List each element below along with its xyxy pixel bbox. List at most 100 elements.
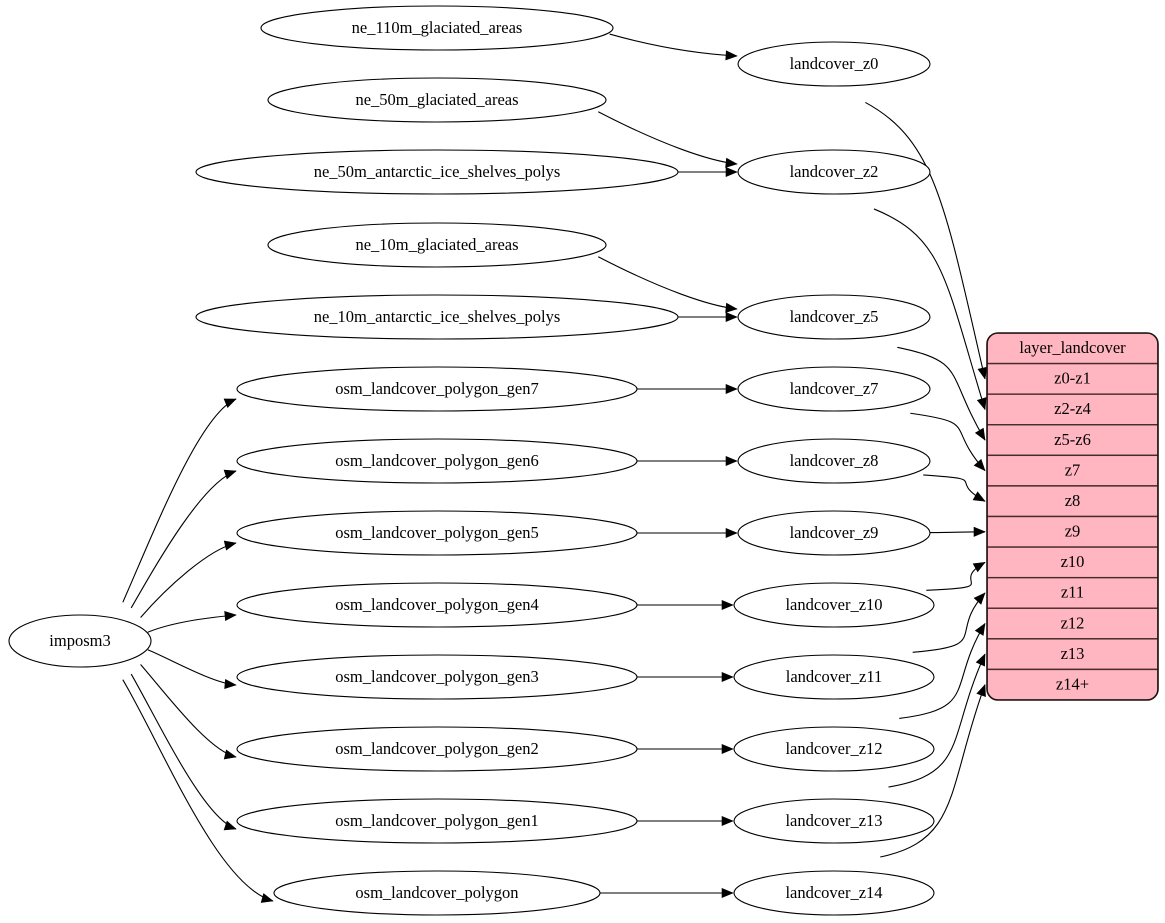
edge-imposm3-to-osm_gen4 bbox=[147, 610, 237, 633]
node-label: ne_10m_glaciated_areas bbox=[355, 235, 518, 254]
node-ellipse bbox=[236, 726, 638, 772]
edge-osm_gen5-to-lc_z9 bbox=[635, 527, 738, 539]
edge-imposm3-to-osm_gen3 bbox=[147, 649, 237, 690]
node-ellipse bbox=[733, 798, 935, 844]
source-node-osm_gen7[interactable]: osm_landcover_polygon_gen7 bbox=[236, 366, 638, 412]
source-node-ne50m_glac[interactable]: ne_50m_glaciated_areas bbox=[267, 77, 607, 123]
node-label: osm_landcover_polygon_gen4 bbox=[335, 595, 538, 614]
edge-path bbox=[122, 398, 237, 603]
edge-arrowhead bbox=[721, 815, 734, 827]
layer-node-lc_z0[interactable]: landcover_z0 bbox=[737, 41, 931, 87]
source-node-osm_gen3[interactable]: osm_landcover_polygon_gen3 bbox=[236, 654, 638, 700]
table-row[interactable] bbox=[987, 607, 1158, 640]
layer-node-lc_z2[interactable]: landcover_z2 bbox=[737, 149, 931, 195]
node-ellipse bbox=[267, 77, 607, 123]
edge-arrowhead bbox=[725, 311, 738, 323]
source-node-osm_poly[interactable]: osm_landcover_polygon bbox=[273, 870, 601, 916]
edge-ne50m_glac-to-lc_z2 bbox=[597, 111, 738, 168]
node-label: landcover_z0 bbox=[790, 54, 879, 73]
edge-ne10m_ant-to-lc_z5 bbox=[675, 311, 738, 323]
edge-arrowhead bbox=[974, 622, 986, 636]
node-label: landcover_z10 bbox=[785, 595, 882, 614]
node-label: osm_landcover_polygon bbox=[355, 883, 518, 902]
edge-lc_z10-to-table-row-6 bbox=[926, 561, 986, 591]
node-ellipse bbox=[195, 149, 679, 195]
source-node-ne10m_ant[interactable]: ne_10m_antarctic_ice_shelves_polys bbox=[195, 294, 679, 340]
edge-path bbox=[147, 614, 237, 633]
table-row[interactable] bbox=[987, 362, 1158, 395]
edge-arrowhead bbox=[974, 427, 986, 441]
edge-imposm3-to-osm_gen5 bbox=[140, 540, 237, 618]
edge-ne110m_glac-to-lc_z0 bbox=[609, 33, 738, 61]
source-node-osm_gen5[interactable]: osm_landcover_polygon_gen5 bbox=[236, 510, 638, 556]
edge-lc_z14-to-table-row-10 bbox=[880, 683, 986, 858]
node-ellipse bbox=[737, 510, 931, 556]
node-ellipse bbox=[236, 798, 638, 844]
node-ellipse bbox=[236, 510, 638, 556]
edges-layer bbox=[122, 33, 988, 903]
source-node-osm_gen4[interactable]: osm_landcover_polygon_gen4 bbox=[236, 582, 638, 628]
table-row-label: z11 bbox=[1061, 583, 1084, 602]
edge-path bbox=[865, 101, 986, 379]
edge-arrowhead bbox=[725, 383, 738, 395]
source-node-osm_gen6[interactable]: osm_landcover_polygon_gen6 bbox=[236, 438, 638, 484]
table-outline bbox=[986, 332, 1159, 701]
source-node-ne10m_glac[interactable]: ne_10m_glaciated_areas bbox=[267, 222, 607, 268]
table-row[interactable] bbox=[987, 424, 1158, 457]
node-ellipse bbox=[737, 149, 931, 195]
node-ellipse bbox=[260, 5, 614, 51]
source-node-ne110m_glac[interactable]: ne_110m_glaciated_areas bbox=[260, 5, 614, 51]
node-ellipse bbox=[733, 654, 935, 700]
edge-arrowhead bbox=[224, 678, 237, 690]
edge-arrowhead bbox=[725, 527, 738, 539]
node-ellipse bbox=[737, 294, 931, 340]
layer-node-lc_z13[interactable]: landcover_z13 bbox=[733, 798, 935, 844]
layer-node-lc_z11[interactable]: landcover_z11 bbox=[733, 654, 935, 700]
node-label: osm_landcover_polygon_gen7 bbox=[335, 379, 538, 398]
edge-path bbox=[888, 653, 986, 788]
edge-arrowhead bbox=[725, 166, 738, 178]
node-label: landcover_z5 bbox=[790, 307, 879, 326]
edge-arrowhead bbox=[973, 592, 986, 605]
node-label: ne_110m_glaciated_areas bbox=[352, 18, 523, 37]
table-row-label: z13 bbox=[1061, 644, 1085, 663]
layer-node-lc_z12[interactable]: landcover_z12 bbox=[733, 726, 935, 772]
edge-osm_gen6-to-lc_z8 bbox=[635, 455, 738, 467]
node-ellipse bbox=[236, 654, 638, 700]
source-node-osm_gen2[interactable]: osm_landcover_polygon_gen2 bbox=[236, 726, 638, 772]
layer-node-lc_z10[interactable]: landcover_z10 bbox=[733, 582, 935, 628]
node-label: ne_50m_antarctic_ice_shelves_polys bbox=[314, 162, 561, 181]
edge-lc_z13-to-table-row-9 bbox=[888, 653, 986, 788]
layer-node-lc_z7[interactable]: landcover_z7 bbox=[737, 366, 931, 412]
node-label: landcover_z14 bbox=[785, 883, 882, 902]
edge-path bbox=[912, 592, 986, 653]
edge-arrowhead bbox=[223, 749, 237, 760]
table-row-label: z7 bbox=[1065, 460, 1081, 479]
edge-imposm3-to-osm_gen6 bbox=[130, 469, 237, 609]
root-node-imposm3[interactable]: imposm3 bbox=[8, 614, 152, 668]
node-label: landcover_z13 bbox=[785, 811, 882, 830]
layer-node-lc_z8[interactable]: landcover_z8 bbox=[737, 438, 931, 484]
edge-osm_gen2-to-lc_z12 bbox=[634, 743, 734, 755]
node-ellipse bbox=[737, 41, 931, 87]
edge-path bbox=[130, 673, 237, 830]
node-label: ne_10m_antarctic_ice_shelves_polys bbox=[314, 307, 561, 326]
source-node-ne50m_ant[interactable]: ne_50m_antarctic_ice_shelves_polys bbox=[195, 149, 679, 195]
table-header-cell bbox=[987, 333, 1158, 365]
landcover-record-table[interactable]: layer_landcoverz0-z1z2-z4z5-z6z7z8z9z10z… bbox=[987, 333, 1158, 700]
layer-node-lc_z14[interactable]: landcover_z14 bbox=[733, 870, 935, 916]
edge-arrowhead bbox=[725, 50, 738, 61]
node-label: landcover_z9 bbox=[790, 523, 879, 542]
table-row-label: z0-z1 bbox=[1054, 369, 1091, 388]
table-row[interactable] bbox=[987, 668, 1158, 700]
layer-node-lc_z9[interactable]: landcover_z9 bbox=[737, 510, 931, 556]
edge-imposm3-to-osm_gen7 bbox=[122, 398, 237, 603]
source-node-osm_gen1[interactable]: osm_landcover_polygon_gen1 bbox=[236, 798, 638, 844]
table-header-label: layer_landcover bbox=[1019, 338, 1126, 357]
edge-arrowhead bbox=[223, 469, 237, 480]
layer-node-lc_z5[interactable]: landcover_z5 bbox=[737, 294, 931, 340]
edge-path bbox=[140, 664, 237, 758]
table-row-label: z14+ bbox=[1056, 674, 1089, 693]
edge-path bbox=[122, 679, 274, 902]
